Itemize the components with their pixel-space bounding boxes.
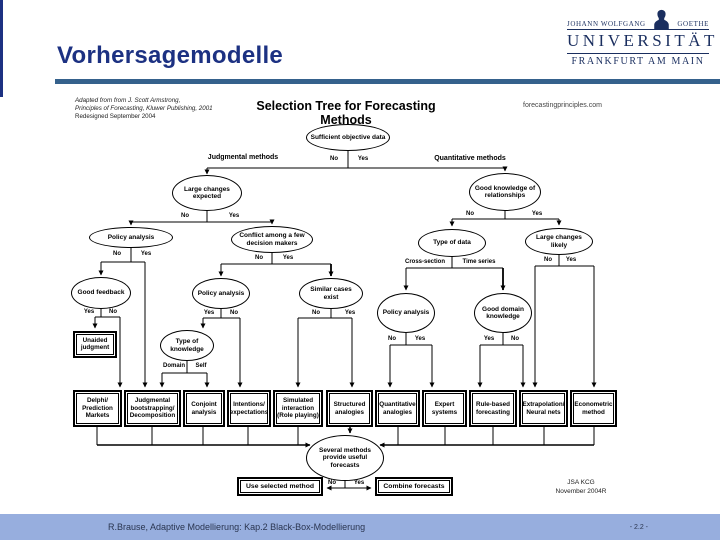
method-box-structured-analogies: Structured analogies <box>326 390 373 427</box>
branch-label-yes: Yes <box>483 336 495 342</box>
source-attribution: Adapted from from J. Scott Armstrong, Pr… <box>75 97 235 121</box>
credit-line1: JSA KCG <box>567 479 595 486</box>
node-large-changes-expected: Large changes expected <box>172 175 242 211</box>
node-good-feedback: Good feedback <box>71 277 131 309</box>
branch-label-no: No <box>330 156 338 162</box>
attribution-line3: Redesigned September 2004 <box>75 113 156 121</box>
page-number: - 2.2 - <box>629 523 648 531</box>
terminal-use-selected-method: Use selected method <box>237 477 323 496</box>
logo-city-name: FRANKFURT AM MAIN <box>571 56 705 67</box>
node-several-methods-useful: Several methods provide useful forecasts <box>306 435 384 481</box>
branch-label-time-series: Time series <box>462 259 496 265</box>
branch-label-yes: Yes <box>203 310 215 316</box>
branch-label-no: No <box>230 310 238 316</box>
university-logo: JOHANN WOLFGANG GOETHE UNIVERSITÄT FRANK… <box>567 9 714 67</box>
logo-text-goethe: GOETHE <box>677 20 709 28</box>
branch-label-yes: Yes <box>344 310 356 316</box>
branch-label-yes: Yes <box>414 336 426 342</box>
node-good-domain-knowledge: Good domain knowledge <box>474 293 532 333</box>
title-divider <box>55 79 720 84</box>
node-policy-analysis-3: Policy analysis <box>377 293 435 333</box>
terminal-combine-forecasts: Combine forecasts <box>375 477 453 496</box>
branch-label-no: No <box>328 480 336 486</box>
attribution-line2: Principles of Forecasting, Kluwer Publis… <box>75 105 213 113</box>
branch-label-yes: Yes <box>531 211 543 217</box>
method-box-judgmental-bootstrapping: Judgmental bootstrapping/ Decomposition <box>124 390 181 427</box>
branch-label-no: No <box>388 336 396 342</box>
branch-label-yes: Yes <box>282 255 294 261</box>
footer-text: R.Brause, Adaptive Modellierung: Kap.2 B… <box>108 522 366 532</box>
branch-label-no: No <box>181 213 189 219</box>
branch-label-no: No <box>109 309 117 315</box>
method-box-expert-systems: Expert systems <box>422 390 467 427</box>
website-label: forecastingprinciples.com <box>523 102 602 109</box>
diagram-title: Selection Tree for Forecasting Methods <box>256 99 436 127</box>
method-box-quantitative-analogies: Quantitative analogies <box>375 390 420 427</box>
branch-label-no: No <box>511 336 519 342</box>
node-large-changes-likely: Large changes likely <box>525 228 593 255</box>
node-sufficient-objective-data: Sufficient objective data <box>306 124 390 151</box>
node-policy-analysis-1: Policy analysis <box>89 227 173 248</box>
logo-text-johann-wolfgang: JOHANN WOLFGANG <box>567 20 646 28</box>
branch-label-yes: Yes <box>140 251 152 257</box>
logo-university-name: UNIVERSITÄT <box>567 30 714 54</box>
goethe-portrait-icon <box>654 9 669 29</box>
page-title: Vorhersagemodelle <box>57 42 284 69</box>
method-box-intentions-expectations: Intentions/ expectations <box>227 390 271 427</box>
branch-label-domain: Domain <box>162 363 186 369</box>
branch-label-yes: Yes <box>353 480 365 486</box>
method-box-econometric-method: Econometric method <box>570 390 617 427</box>
method-box-extrapolation-neural-nets: Extrapolation/ Neural nets <box>519 390 568 427</box>
footer-band: R.Brause, Adaptive Modellierung: Kap.2 B… <box>0 514 720 540</box>
branch-label-no: No <box>466 211 474 217</box>
branch-label-no: No <box>113 251 121 257</box>
branch-label-yes: Yes <box>228 213 240 219</box>
branch-label-no: No <box>544 257 552 263</box>
method-box-simulated-interaction: Simulated interaction (Role playing) <box>273 390 323 427</box>
branch-label-yes: Yes <box>565 257 577 263</box>
group-label-quantitative-methods: Quantitative methods <box>434 155 506 162</box>
method-box-conjoint-analysis: Conjoint analysis <box>183 390 225 427</box>
credit-line2: November 2004R <box>555 488 607 496</box>
logo-top-row: JOHANN WOLFGANG GOETHE <box>567 9 709 30</box>
terminal-unaided-judgment: Unaided judgment <box>73 331 117 358</box>
node-type-of-data: Type of data <box>418 229 486 257</box>
node-type-of-knowledge: Type of knowledge <box>160 330 214 361</box>
left-edge-bar <box>0 0 3 97</box>
node-policy-analysis-2: Policy analysis <box>192 278 250 309</box>
branch-label-yes: Yes <box>83 309 95 315</box>
branch-label-no: No <box>312 310 320 316</box>
node-conflict-decision-makers: Conflict among a few decision makers <box>231 226 313 253</box>
node-good-knowledge-relationships: Good knowledge of relationships <box>469 173 541 211</box>
diagram-credit: JSA KCG November 2004R <box>543 478 619 496</box>
method-box-delphi-prediction-markets: Delphi/ Prediction Markets <box>73 390 122 427</box>
branch-label-self: Self <box>195 363 207 369</box>
node-similar-cases-exist: Similar cases exist <box>299 278 363 309</box>
group-label-judgmental-methods: Judgmental methods <box>207 154 279 161</box>
branch-label-cross-section: Cross-section <box>404 259 446 265</box>
branch-label-no: No <box>255 255 263 261</box>
attribution-line1: Adapted from from J. Scott Armstrong, <box>75 97 181 104</box>
branch-label-yes: Yes <box>357 156 369 162</box>
method-box-rule-based-forecasting: Rule-based forecasting <box>469 390 517 427</box>
